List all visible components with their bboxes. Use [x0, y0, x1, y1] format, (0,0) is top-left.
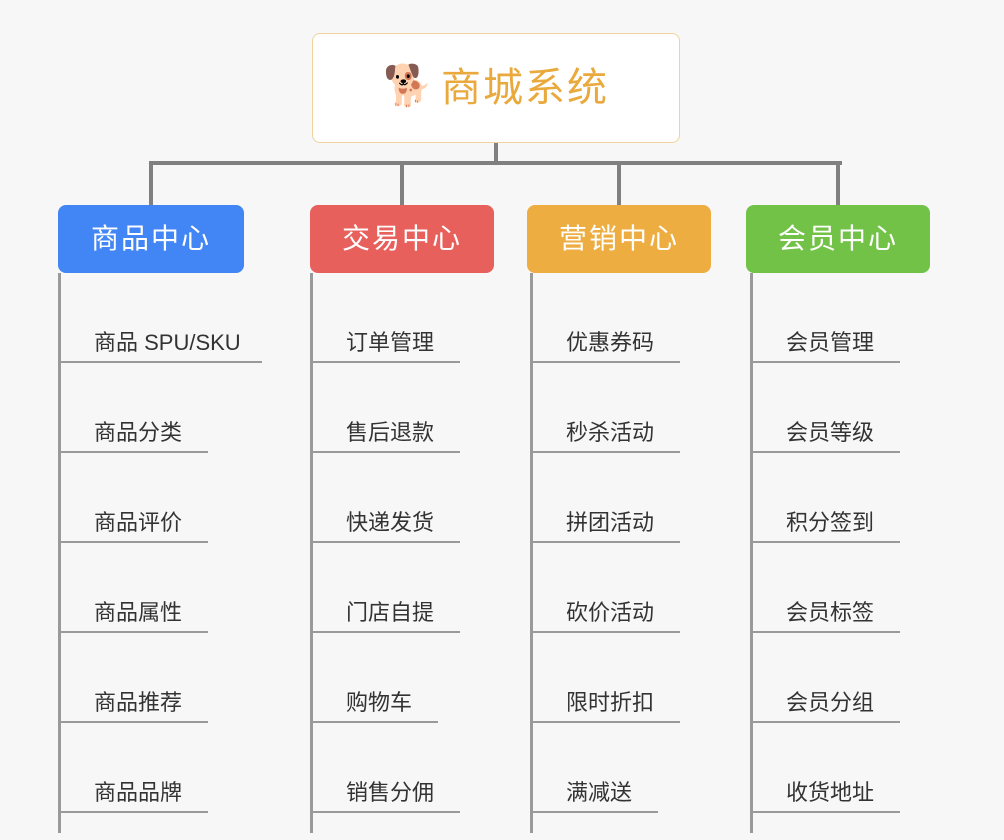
- leaf-item[interactable]: 砍价活动: [530, 543, 760, 633]
- leaf-label: 积分签到: [786, 510, 875, 535]
- leaf-label: 满减送: [566, 780, 633, 805]
- leaf-label: 购物车: [346, 690, 413, 715]
- leaf-column-trade-center: 订单管理售后退款快递发货门店自提购物车销售分佣: [310, 273, 540, 833]
- leaf-underline: [58, 811, 208, 813]
- leaf-label: 优惠券码: [566, 330, 655, 355]
- leaf-column-member-center: 会员管理会员等级积分签到会员标签会员分组收货地址: [750, 273, 980, 833]
- leaf-label: 收货地址: [786, 780, 875, 805]
- leaf-underline: [750, 541, 900, 543]
- category-label-member-center: 会员中心: [777, 223, 898, 254]
- leaf-item[interactable]: 拼团活动: [530, 453, 760, 543]
- leaf-item[interactable]: 满减送: [530, 723, 760, 813]
- leaf-item[interactable]: 销售分佣: [310, 723, 540, 813]
- leaf-label: 商品评价: [94, 510, 183, 535]
- category-box-trade-center[interactable]: 交易中心: [310, 205, 494, 273]
- leaf-item[interactable]: 售后退款: [310, 363, 540, 453]
- column-spine-trade-center: [310, 273, 313, 833]
- leaf-item[interactable]: 商品分类: [58, 363, 288, 453]
- trunk-stem-connector: [494, 143, 498, 165]
- root-node[interactable]: 🐕 商城系统: [312, 33, 680, 143]
- category-box-marketing-center[interactable]: 营销中心: [527, 205, 711, 273]
- category-label-trade-center: 交易中心: [341, 223, 462, 254]
- leaf-underline: [750, 721, 900, 723]
- leaf-item[interactable]: 积分签到: [750, 453, 980, 543]
- leaf-item[interactable]: 订单管理: [310, 273, 540, 363]
- column-spine-product-center: [58, 273, 61, 833]
- leaf-label: 商品分类: [94, 420, 183, 445]
- leaf-item[interactable]: 会员管理: [750, 273, 980, 363]
- leaf-label: 门店自提: [346, 600, 435, 625]
- leaf-underline: [530, 451, 680, 453]
- trunk-drop-connector-marketing-center: [617, 161, 621, 207]
- leaf-underline: [530, 811, 658, 813]
- leaf-label: 快递发货: [346, 510, 435, 535]
- leaf-item[interactable]: 购物车: [310, 633, 540, 723]
- leaf-label: 商品 SPU/SKU: [94, 330, 241, 355]
- leaf-item[interactable]: 秒杀活动: [530, 363, 760, 453]
- leaf-label: 会员标签: [786, 600, 875, 625]
- trunk-drop-connector-member-center: [836, 161, 840, 207]
- leaf-item[interactable]: 会员标签: [750, 543, 980, 633]
- shiba-dog-face-icon: 🐕: [383, 64, 433, 108]
- leaf-underline: [750, 361, 900, 363]
- leaf-underline: [310, 811, 460, 813]
- leaf-item[interactable]: 限时折扣: [530, 633, 760, 723]
- category-label-product-center: 商品中心: [90, 223, 211, 254]
- leaf-column-marketing-center: 优惠券码秒杀活动拼团活动砍价活动限时折扣满减送: [530, 273, 760, 833]
- leaf-underline: [310, 631, 460, 633]
- leaf-item[interactable]: 收货地址: [750, 723, 980, 813]
- leaf-underline: [310, 361, 460, 363]
- trunk-drop-connector-trade-center: [400, 161, 404, 207]
- leaf-label: 会员管理: [786, 330, 875, 355]
- leaf-underline: [58, 361, 262, 363]
- trunk-drop-connector-product-center: [149, 161, 153, 207]
- leaf-underline: [58, 721, 208, 723]
- leaf-item[interactable]: 会员分组: [750, 633, 980, 723]
- leaf-underline: [750, 451, 900, 453]
- leaf-label: 会员等级: [786, 420, 875, 445]
- category-label-marketing-center: 营销中心: [558, 223, 679, 254]
- leaf-item[interactable]: 商品 SPU/SKU: [58, 273, 288, 363]
- root-title: 商城系统: [441, 66, 609, 110]
- leaf-underline: [530, 631, 680, 633]
- leaf-item[interactable]: 商品品牌: [58, 723, 288, 813]
- leaf-label: 秒杀活动: [566, 420, 655, 445]
- category-box-product-center[interactable]: 商品中心: [58, 205, 244, 273]
- leaf-underline: [530, 541, 680, 543]
- column-spine-member-center: [750, 273, 753, 833]
- leaf-underline: [310, 451, 460, 453]
- column-spine-marketing-center: [530, 273, 533, 833]
- leaf-label: 售后退款: [346, 420, 435, 445]
- leaf-label: 拼团活动: [566, 510, 655, 535]
- trunk-horizontal-connector: [150, 161, 842, 165]
- leaf-label: 砍价活动: [566, 600, 655, 625]
- leaf-label: 会员分组: [786, 690, 875, 715]
- leaf-underline: [310, 721, 438, 723]
- leaf-column-product-center: 商品 SPU/SKU 商品分类商品评价商品属性商品推荐商品品牌: [58, 273, 288, 833]
- leaf-label: 商品属性: [94, 600, 183, 625]
- category-box-member-center[interactable]: 会员中心: [746, 205, 930, 273]
- leaf-underline: [530, 361, 680, 363]
- leaf-underline: [310, 541, 460, 543]
- leaf-item[interactable]: 商品推荐: [58, 633, 288, 723]
- leaf-underline: [58, 541, 208, 543]
- leaf-item[interactable]: 优惠券码: [530, 273, 760, 363]
- leaf-item[interactable]: 快递发货: [310, 453, 540, 543]
- leaf-underline: [58, 451, 208, 453]
- leaf-label: 商品品牌: [94, 780, 183, 805]
- leaf-item[interactable]: 商品属性: [58, 543, 288, 633]
- leaf-label: 商品推荐: [94, 690, 183, 715]
- leaf-item[interactable]: 商品评价: [58, 453, 288, 543]
- leaf-label: 订单管理: [346, 330, 435, 355]
- leaf-item[interactable]: 门店自提: [310, 543, 540, 633]
- leaf-underline: [58, 631, 208, 633]
- leaf-label: 限时折扣: [566, 690, 655, 715]
- leaf-underline: [530, 721, 680, 723]
- leaf-label: 销售分佣: [346, 780, 435, 805]
- leaf-underline: [750, 811, 900, 813]
- leaf-underline: [750, 631, 900, 633]
- leaf-item[interactable]: 会员等级: [750, 363, 980, 453]
